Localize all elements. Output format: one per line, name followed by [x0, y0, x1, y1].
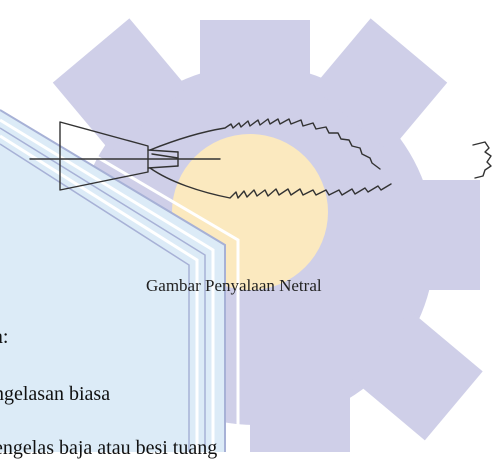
- flame-lower: [149, 167, 392, 199]
- wedge-shape: [0, 98, 240, 452]
- figure-caption: Gambar Penyalaan Netral: [146, 276, 322, 295]
- flame-upper: [149, 118, 381, 170]
- flame-tip: [472, 141, 492, 179]
- body-text-line-1: a:: [0, 326, 9, 348]
- body-text-line-3: engelas baja atau besi tuang: [0, 437, 218, 459]
- body-text-line-2: ngelasan biasa: [0, 383, 111, 405]
- torch-nozzle: [59, 121, 149, 191]
